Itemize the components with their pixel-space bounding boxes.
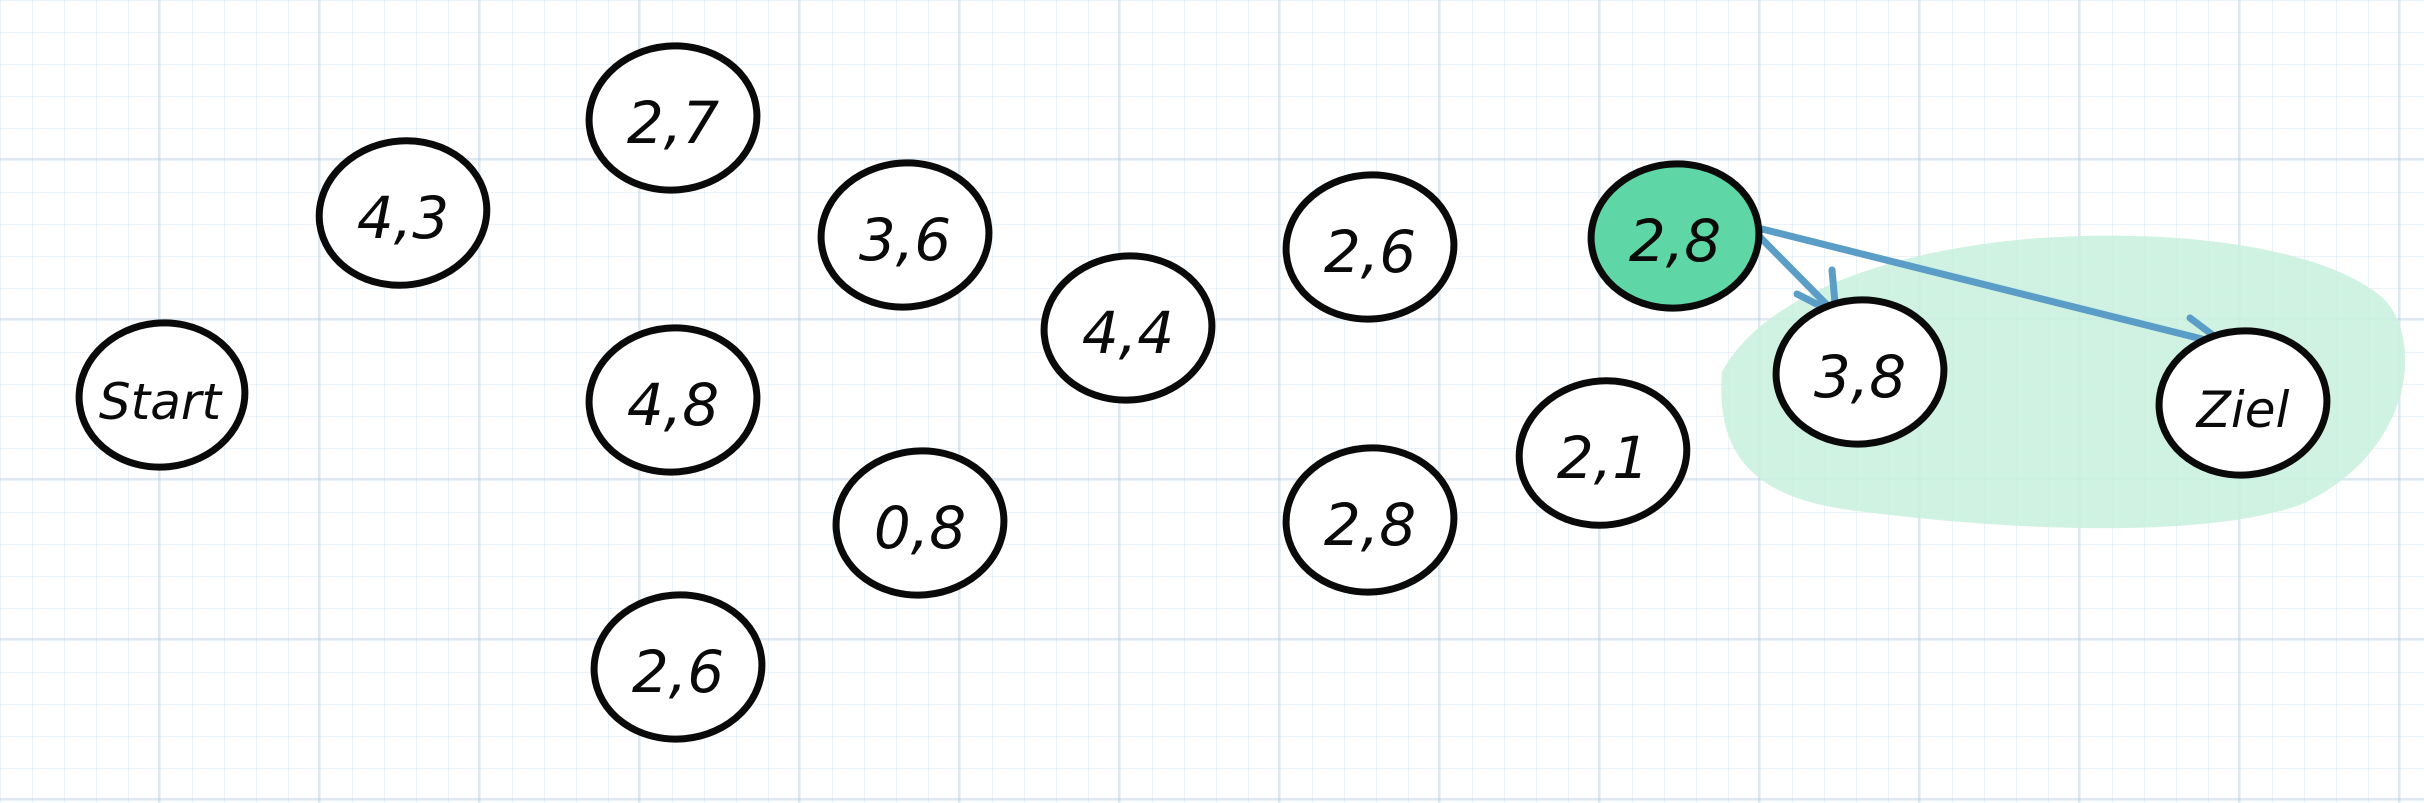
node-2-8-highlighted[interactable]: 2,8 — [1585, 157, 1765, 315]
node-3-8[interactable]: 3,8 — [1770, 293, 1950, 451]
node-label: 4,8 — [627, 371, 719, 439]
node-label: Start — [99, 373, 224, 431]
node-label: 2,6 — [632, 638, 724, 706]
node-4-4[interactable]: 4,4 — [1038, 249, 1218, 407]
node-label: 2,1 — [1557, 424, 1649, 492]
node-start[interactable]: Start — [72, 315, 252, 476]
node-2-1[interactable]: 2,1 — [1510, 370, 1696, 536]
node-2-8-bottom[interactable]: 2,8 — [1280, 441, 1460, 599]
node-2-7[interactable]: 2,7 — [583, 39, 763, 197]
node-2-6-top[interactable]: 2,6 — [1280, 168, 1460, 326]
node-ziel[interactable]: Ziel — [2153, 324, 2333, 482]
node-label: 3,8 — [1814, 343, 1906, 411]
node-label: 2,7 — [627, 89, 719, 157]
node-label: 2,8 — [1629, 207, 1721, 275]
node-label: 2,6 — [1324, 218, 1416, 286]
node-4-3[interactable]: 4,3 — [310, 130, 496, 296]
node-label: 0,8 — [874, 494, 966, 562]
node-label: 4,4 — [1082, 299, 1174, 367]
node-0-8[interactable]: 0,8 — [830, 444, 1010, 602]
node-label: 3,6 — [859, 206, 951, 274]
node-label: 4,3 — [357, 184, 449, 252]
node-label: Ziel — [2195, 381, 2290, 439]
node-2-6-bottom[interactable]: 2,6 — [588, 588, 768, 746]
node-4-8[interactable]: 4,8 — [583, 321, 763, 479]
node-label: 2,8 — [1324, 491, 1416, 559]
node-3-6[interactable]: 3,6 — [815, 156, 995, 314]
